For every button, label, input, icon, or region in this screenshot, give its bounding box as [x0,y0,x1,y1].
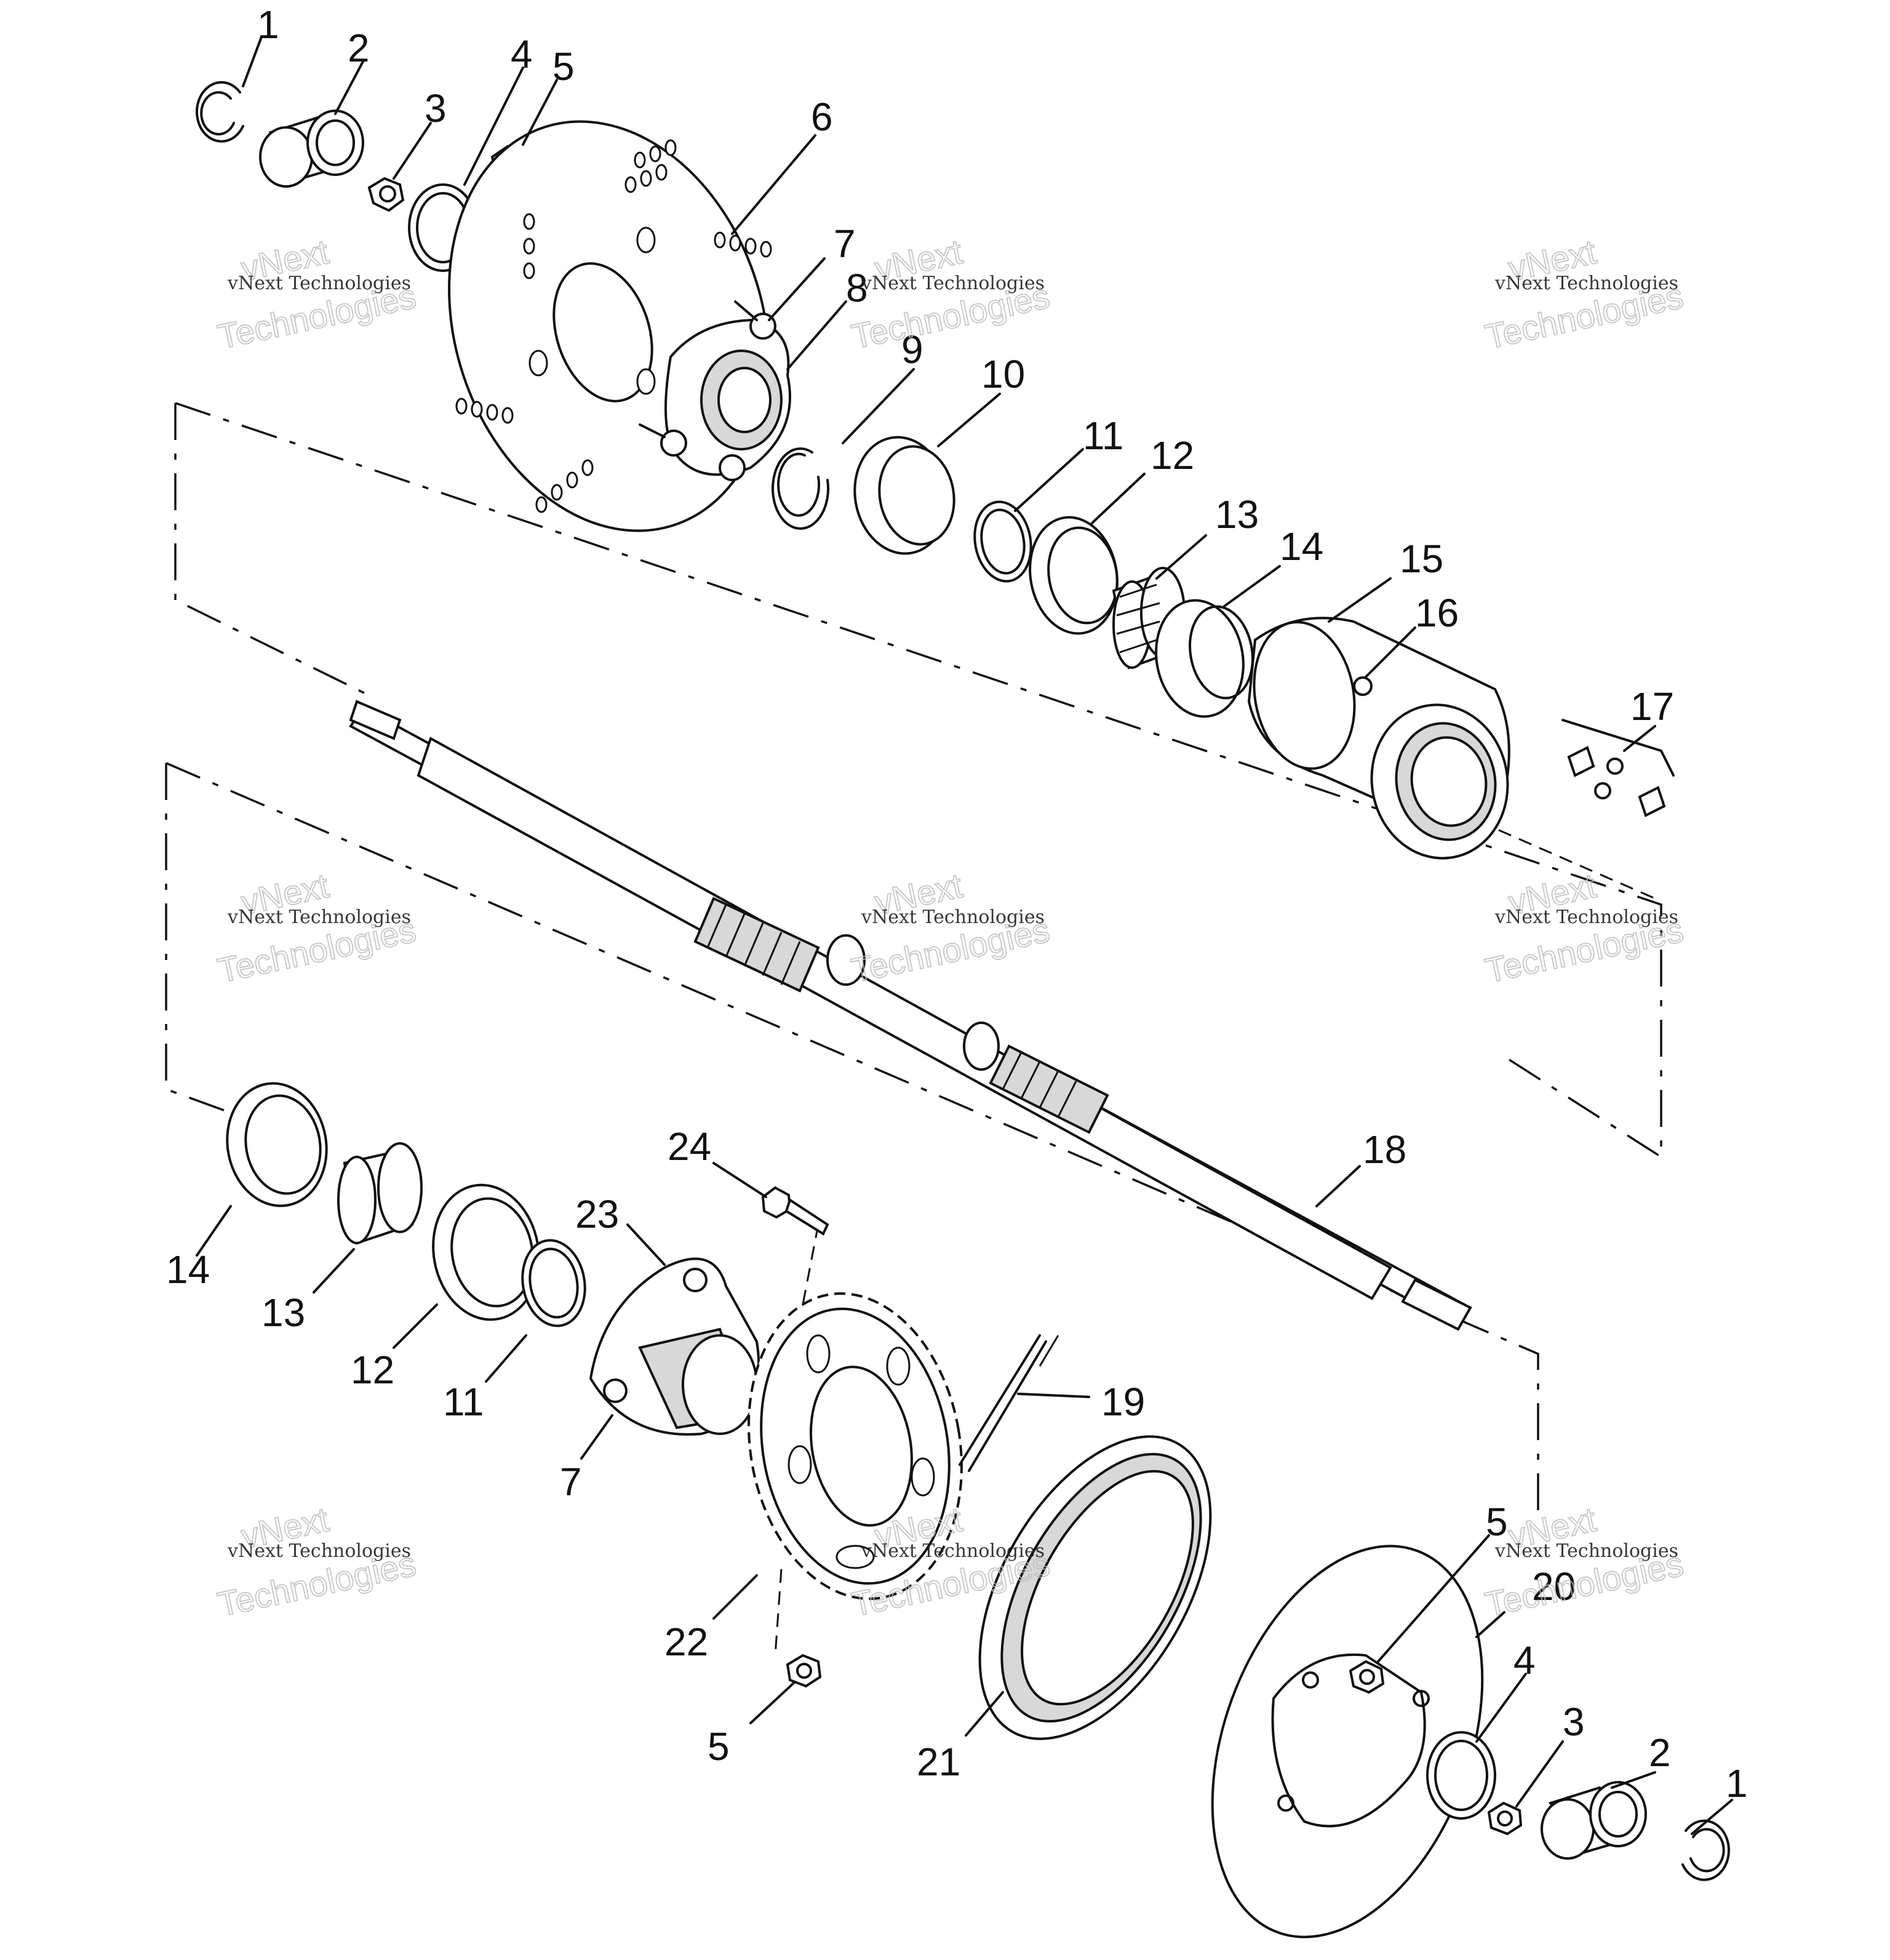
callout-11-bottom: 11 [443,1380,484,1424]
watermark: vNext vNext Technologies Technologies [1481,1499,1688,1625]
callout-24: 24 [668,1124,711,1169]
callout-14-bottom: 14 [166,1247,210,1292]
callout-2: 2 [348,26,370,70]
svg-text:vNext Technologies: vNext Technologies [227,906,411,928]
bolt-24 [761,1186,829,1236]
bearing-cup-14-bottom [226,1082,328,1207]
watermark: vNext vNext Technologies Technologies [1481,231,1688,357]
callout-12: 12 [1150,433,1194,478]
callout-4-bottom: 4 [1513,1638,1536,1682]
leader-lines [196,36,1733,1835]
sprocket-22 [748,1292,963,1600]
watermark: vNext vNext Technologies Technologies [848,865,1054,991]
hub-top [639,300,791,481]
callout-15: 15 [1400,537,1443,581]
svg-text:vNext Technologies: vNext Technologies [861,906,1045,928]
bearing-housing-15 [1247,617,1510,860]
callout-13: 13 [1215,492,1259,537]
callout-4: 4 [511,32,533,76]
watermark: vNext vNext Technologies Technologies [214,1499,420,1625]
bushing-top [259,110,364,188]
bushing-bottom [1541,1781,1647,1860]
svg-text:vNext Technologies: vNext Technologies [227,273,411,294]
callout-9: 9 [901,327,923,372]
lock-plate-17 [1561,719,1675,817]
callout-5-bottom: 5 [708,1724,730,1769]
axle-spline-1 [693,897,820,993]
brake-disc-bottom [1211,1545,1484,1938]
hub-bottom [589,1257,760,1436]
callout-7: 7 [834,222,856,266]
callout-23: 23 [575,1192,619,1236]
callout-1-bottom: 1 [1726,1761,1748,1806]
nut-bottom [786,1654,822,1688]
callout-11: 11 [1083,414,1123,458]
callout-17: 17 [1630,684,1674,729]
svg-text:vNext Technologies: vNext Technologies [1494,906,1678,928]
callout-7-bottom: 7 [560,1460,582,1504]
callout-labels: 1 2 3 4 5 6 7 8 9 10 11 12 13 14 15 16 1… [166,2,1748,1806]
callout-16: 16 [1415,591,1459,635]
callout-3: 3 [425,86,447,130]
nut-top [367,177,405,212]
watermark: vNext vNext Technologies Technologies [214,865,420,991]
roller-bearing-13-bottom [337,1142,423,1245]
callout-12-bottom: 12 [351,1348,394,1392]
callout-19: 19 [1101,1380,1145,1424]
washer-11-top [973,500,1032,583]
svg-text:vNext Technologies: vNext Technologies [861,1540,1045,1562]
callout-6: 6 [811,95,833,139]
watermark: vNext vNext Technologies Technologies [1481,865,1688,991]
circlip-bottom [1681,1819,1730,1881]
callout-8: 8 [846,266,868,310]
callout-18: 18 [1363,1127,1406,1172]
nut-bottom-2 [1349,1660,1385,1694]
callout-21: 21 [917,1740,960,1784]
callout-5-right: 5 [1486,1500,1508,1544]
svg-text:vNext Technologies: vNext Technologies [861,273,1045,294]
brake-ring-21 [978,1435,1212,1740]
circlip-top [196,81,244,143]
snap-ring-9 [772,447,830,530]
chain-19 [959,1334,1059,1472]
callout-1: 1 [257,2,279,47]
seal-10 [853,436,955,555]
axle-shaft-18 [349,700,1472,1331]
axle-spline-2 [989,1044,1109,1134]
watermark: vNext vNext Technologies Technologies [848,231,1054,357]
svg-text:vNext Technologies: vNext Technologies [1494,273,1678,294]
callout-20: 20 [1532,1564,1576,1609]
bearing-cup-14-top [1155,599,1254,718]
svg-text:vNext Technologies: vNext Technologies [1494,1540,1678,1562]
callout-2-bottom: 2 [1649,1730,1671,1775]
nut-bottom-3 [1487,1801,1523,1836]
bearing-race-12-top [1029,516,1118,635]
washer-11-bottom [521,1239,586,1327]
callout-10: 10 [981,352,1025,396]
callout-3-bottom: 3 [1563,1700,1585,1744]
svg-text:vNext Technologies: vNext Technologies [227,1540,411,1562]
watermark: vNext vNext Technologies Technologies [214,231,420,357]
callout-14: 14 [1280,524,1323,569]
washer-bottom [1426,1731,1496,1820]
callout-13-bottom: 13 [261,1290,305,1335]
callout-5: 5 [552,44,575,89]
callout-22: 22 [664,1620,708,1664]
